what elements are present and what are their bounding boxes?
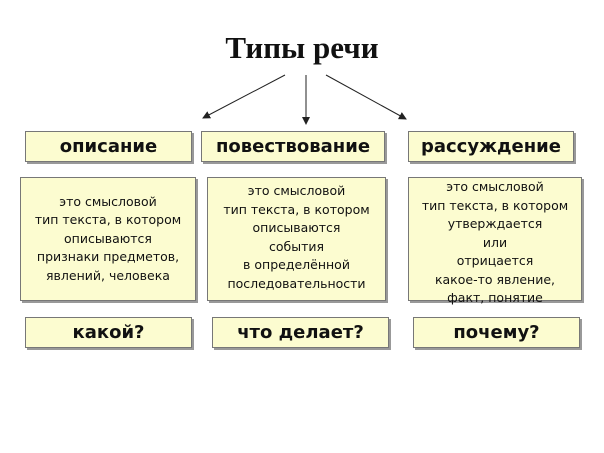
description-line: утверждается: [447, 216, 543, 231]
description-line: это смысловой: [446, 179, 544, 194]
description-line: описываются: [64, 230, 152, 246]
description-line: события: [268, 238, 325, 254]
description-line: это смысловой: [247, 183, 346, 198]
description-line: тип текста, в котором: [223, 201, 370, 217]
type-heading-description: описание: [25, 131, 192, 162]
diagram-title: Типы речи: [225, 30, 379, 65]
description-line: последовательности: [227, 275, 366, 291]
description-box-2: это смысловой тип текста, в котором утверж…: [408, 177, 582, 305]
description-line: или: [482, 234, 508, 250]
description-box-1: это смысловой тип текста, в котором описыв…: [207, 177, 386, 301]
arrow-left: [202, 74, 286, 119]
question-narration: что делает?: [212, 317, 389, 348]
description-line: тип текста, в котором: [34, 212, 182, 228]
type-heading-reasoning: рассуждение: [408, 131, 574, 162]
description-line: признаки предметов,: [36, 249, 180, 265]
description-line: явлений, человека: [46, 267, 170, 283]
question-reasoning: почему?: [413, 317, 580, 348]
description-line: какое-то явление,: [434, 271, 556, 287]
description-line: тип текста, в котором: [421, 197, 569, 213]
arrow-right: [325, 74, 407, 120]
description-line: факт, понятие: [447, 290, 543, 305]
description-line: отрицается: [456, 253, 534, 268]
description-line: в определённой: [243, 257, 350, 272]
description-line: описываются: [252, 220, 341, 235]
type-heading-narration: повествование: [201, 131, 385, 162]
description-line: это смысловой: [59, 193, 157, 209]
question-description: какой?: [25, 317, 192, 348]
description-box-0: это смысловой тип текста, в котором описыв…: [20, 177, 196, 301]
